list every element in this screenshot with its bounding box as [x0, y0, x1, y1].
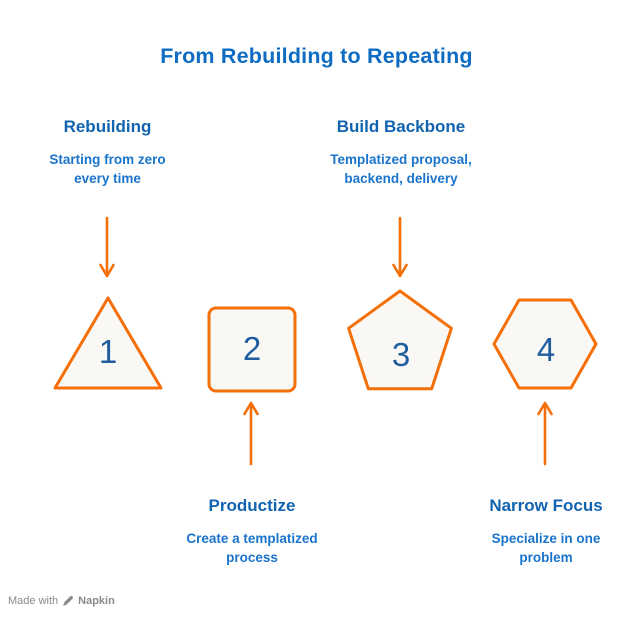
step-4-number: 4: [536, 331, 556, 368]
step-1-heading: Rebuilding: [63, 117, 152, 136]
step-1-number: 1: [98, 333, 118, 370]
step-1-label-block: Rebuilding Starting from zero every time: [20, 117, 195, 188]
hexagon-shape: [492, 298, 598, 390]
step-3-heading: Build Backbone: [336, 117, 466, 136]
step-2-heading: Productize: [208, 496, 296, 515]
made-with-napkin-watermark: Made with Napkin: [8, 595, 115, 607]
step-2-description: Create a templatized process: [186, 531, 318, 565]
step-1-description: Starting from zero every time: [49, 152, 166, 186]
pen-nib-icon: [62, 595, 74, 607]
napkin-brand-text: Napkin: [78, 595, 115, 607]
made-with-text: Made with: [8, 595, 59, 607]
up-arrow-step-4: [537, 401, 553, 466]
page-title: From Rebuilding to Repeating: [160, 44, 473, 68]
triangle-shape: [53, 296, 163, 390]
step-3-label-block: Build Backbone Templatized proposal, bac…: [305, 117, 497, 188]
step-4-label-block: Narrow Focus Specialize in one problem: [465, 496, 627, 567]
step-3-description: Templatized proposal, backend, delivery: [330, 152, 472, 186]
square-shape: [207, 306, 297, 393]
step-2-number: 2: [242, 330, 262, 367]
down-arrow-step-1: [99, 216, 115, 278]
down-arrow-step-3: [392, 216, 408, 278]
step-2-label-block: Productize Create a templatized process: [164, 496, 340, 567]
step-4-heading: Narrow Focus: [489, 496, 603, 515]
pentagon-shape: [347, 289, 453, 391]
up-arrow-step-2: [243, 401, 259, 466]
step-4-description: Specialize in one problem: [491, 531, 601, 565]
step-3-number: 3: [391, 336, 411, 373]
